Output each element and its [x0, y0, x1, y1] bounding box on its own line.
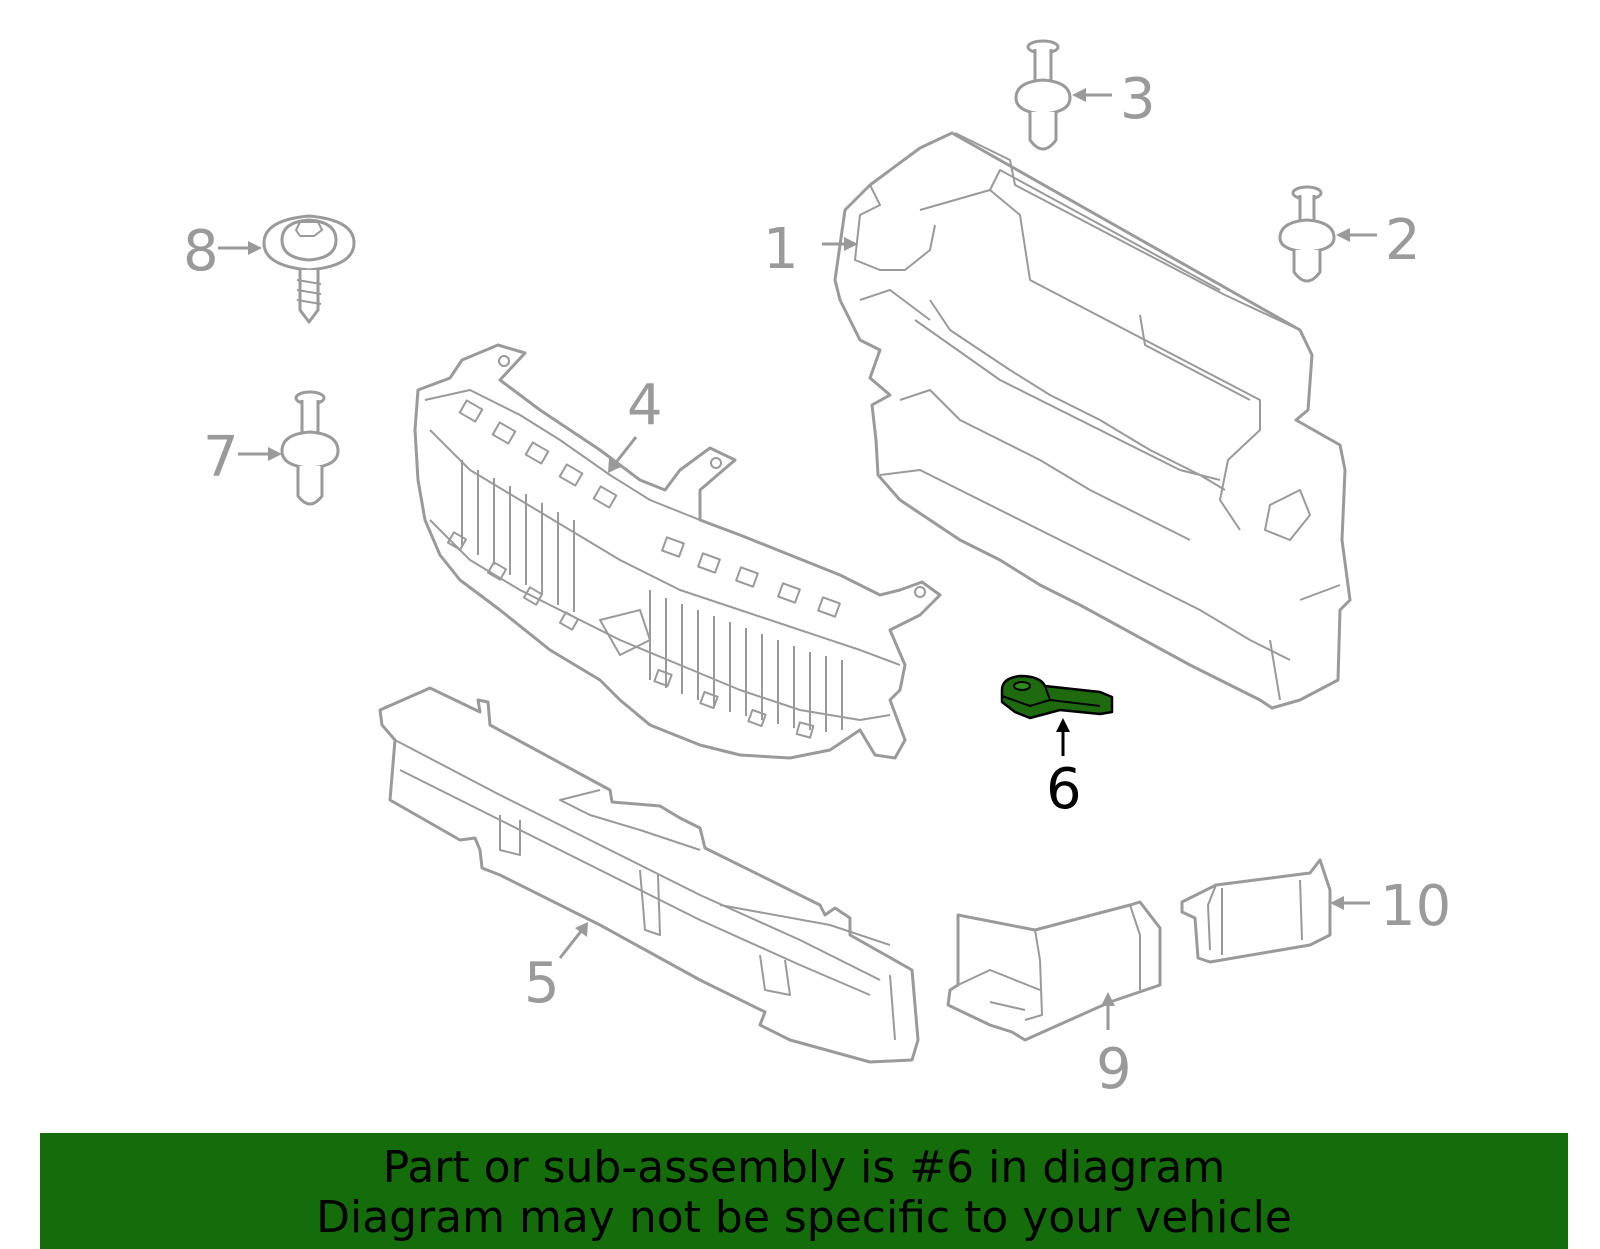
part-7-push-pin[interactable]	[280, 390, 340, 506]
callout-10: 10	[1380, 874, 1451, 939]
part-9-duct[interactable]	[946, 900, 1162, 1042]
callout-8: 8	[183, 219, 219, 284]
part-1-frame[interactable]	[833, 131, 1352, 710]
callout-5: 5	[524, 951, 560, 1016]
part-3-push-pin[interactable]	[1014, 39, 1072, 151]
callout-9: 9	[1096, 1037, 1132, 1102]
part-5-deflector[interactable]	[378, 686, 920, 1064]
leader-arrows	[218, 88, 1377, 1030]
callout-3: 3	[1120, 67, 1156, 132]
banner-line-part: Part or sub-assembly is #6 in diagram	[382, 1142, 1226, 1193]
banner-line-disclaimer: Diagram may not be specific to your vehi…	[316, 1192, 1292, 1243]
callout-7: 7	[203, 425, 239, 490]
part-4-grille[interactable]	[413, 343, 942, 760]
part-10-duct-end[interactable]	[1180, 858, 1332, 964]
part-2-push-pin[interactable]	[1278, 185, 1336, 283]
part-6-bracket[interactable]	[1000, 674, 1114, 720]
info-banner: Part or sub-assembly is #6 in diagram Di…	[40, 1133, 1568, 1249]
callout-6: 6	[1046, 757, 1082, 822]
callout-4: 4	[627, 373, 663, 438]
part-8-bolt[interactable]	[262, 214, 356, 324]
callout-1: 1	[763, 217, 799, 282]
callout-2: 2	[1385, 208, 1421, 273]
